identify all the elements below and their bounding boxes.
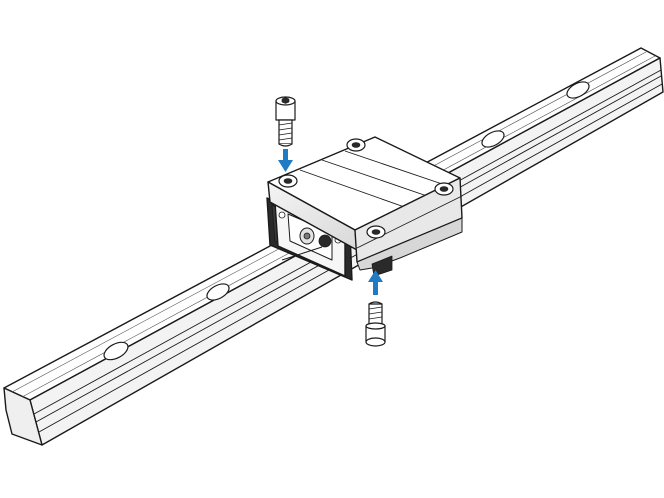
rail-hole (103, 341, 129, 361)
arrow-up-icon (368, 270, 383, 295)
rail-hole (481, 130, 505, 148)
rail-end-face (3, 387, 43, 446)
bottom-recess (371, 255, 393, 277)
cap-screw-icon (275, 96, 296, 147)
block-mounting-holes (278, 138, 454, 239)
cap-screw-icon (365, 301, 386, 347)
rail-hole (566, 81, 590, 99)
arrow-down-icon (278, 149, 293, 172)
rail-under-block (281, 246, 323, 261)
rail-mounting-holes (103, 81, 590, 361)
carriage-block (266, 136, 463, 281)
rail-hole (206, 283, 230, 301)
